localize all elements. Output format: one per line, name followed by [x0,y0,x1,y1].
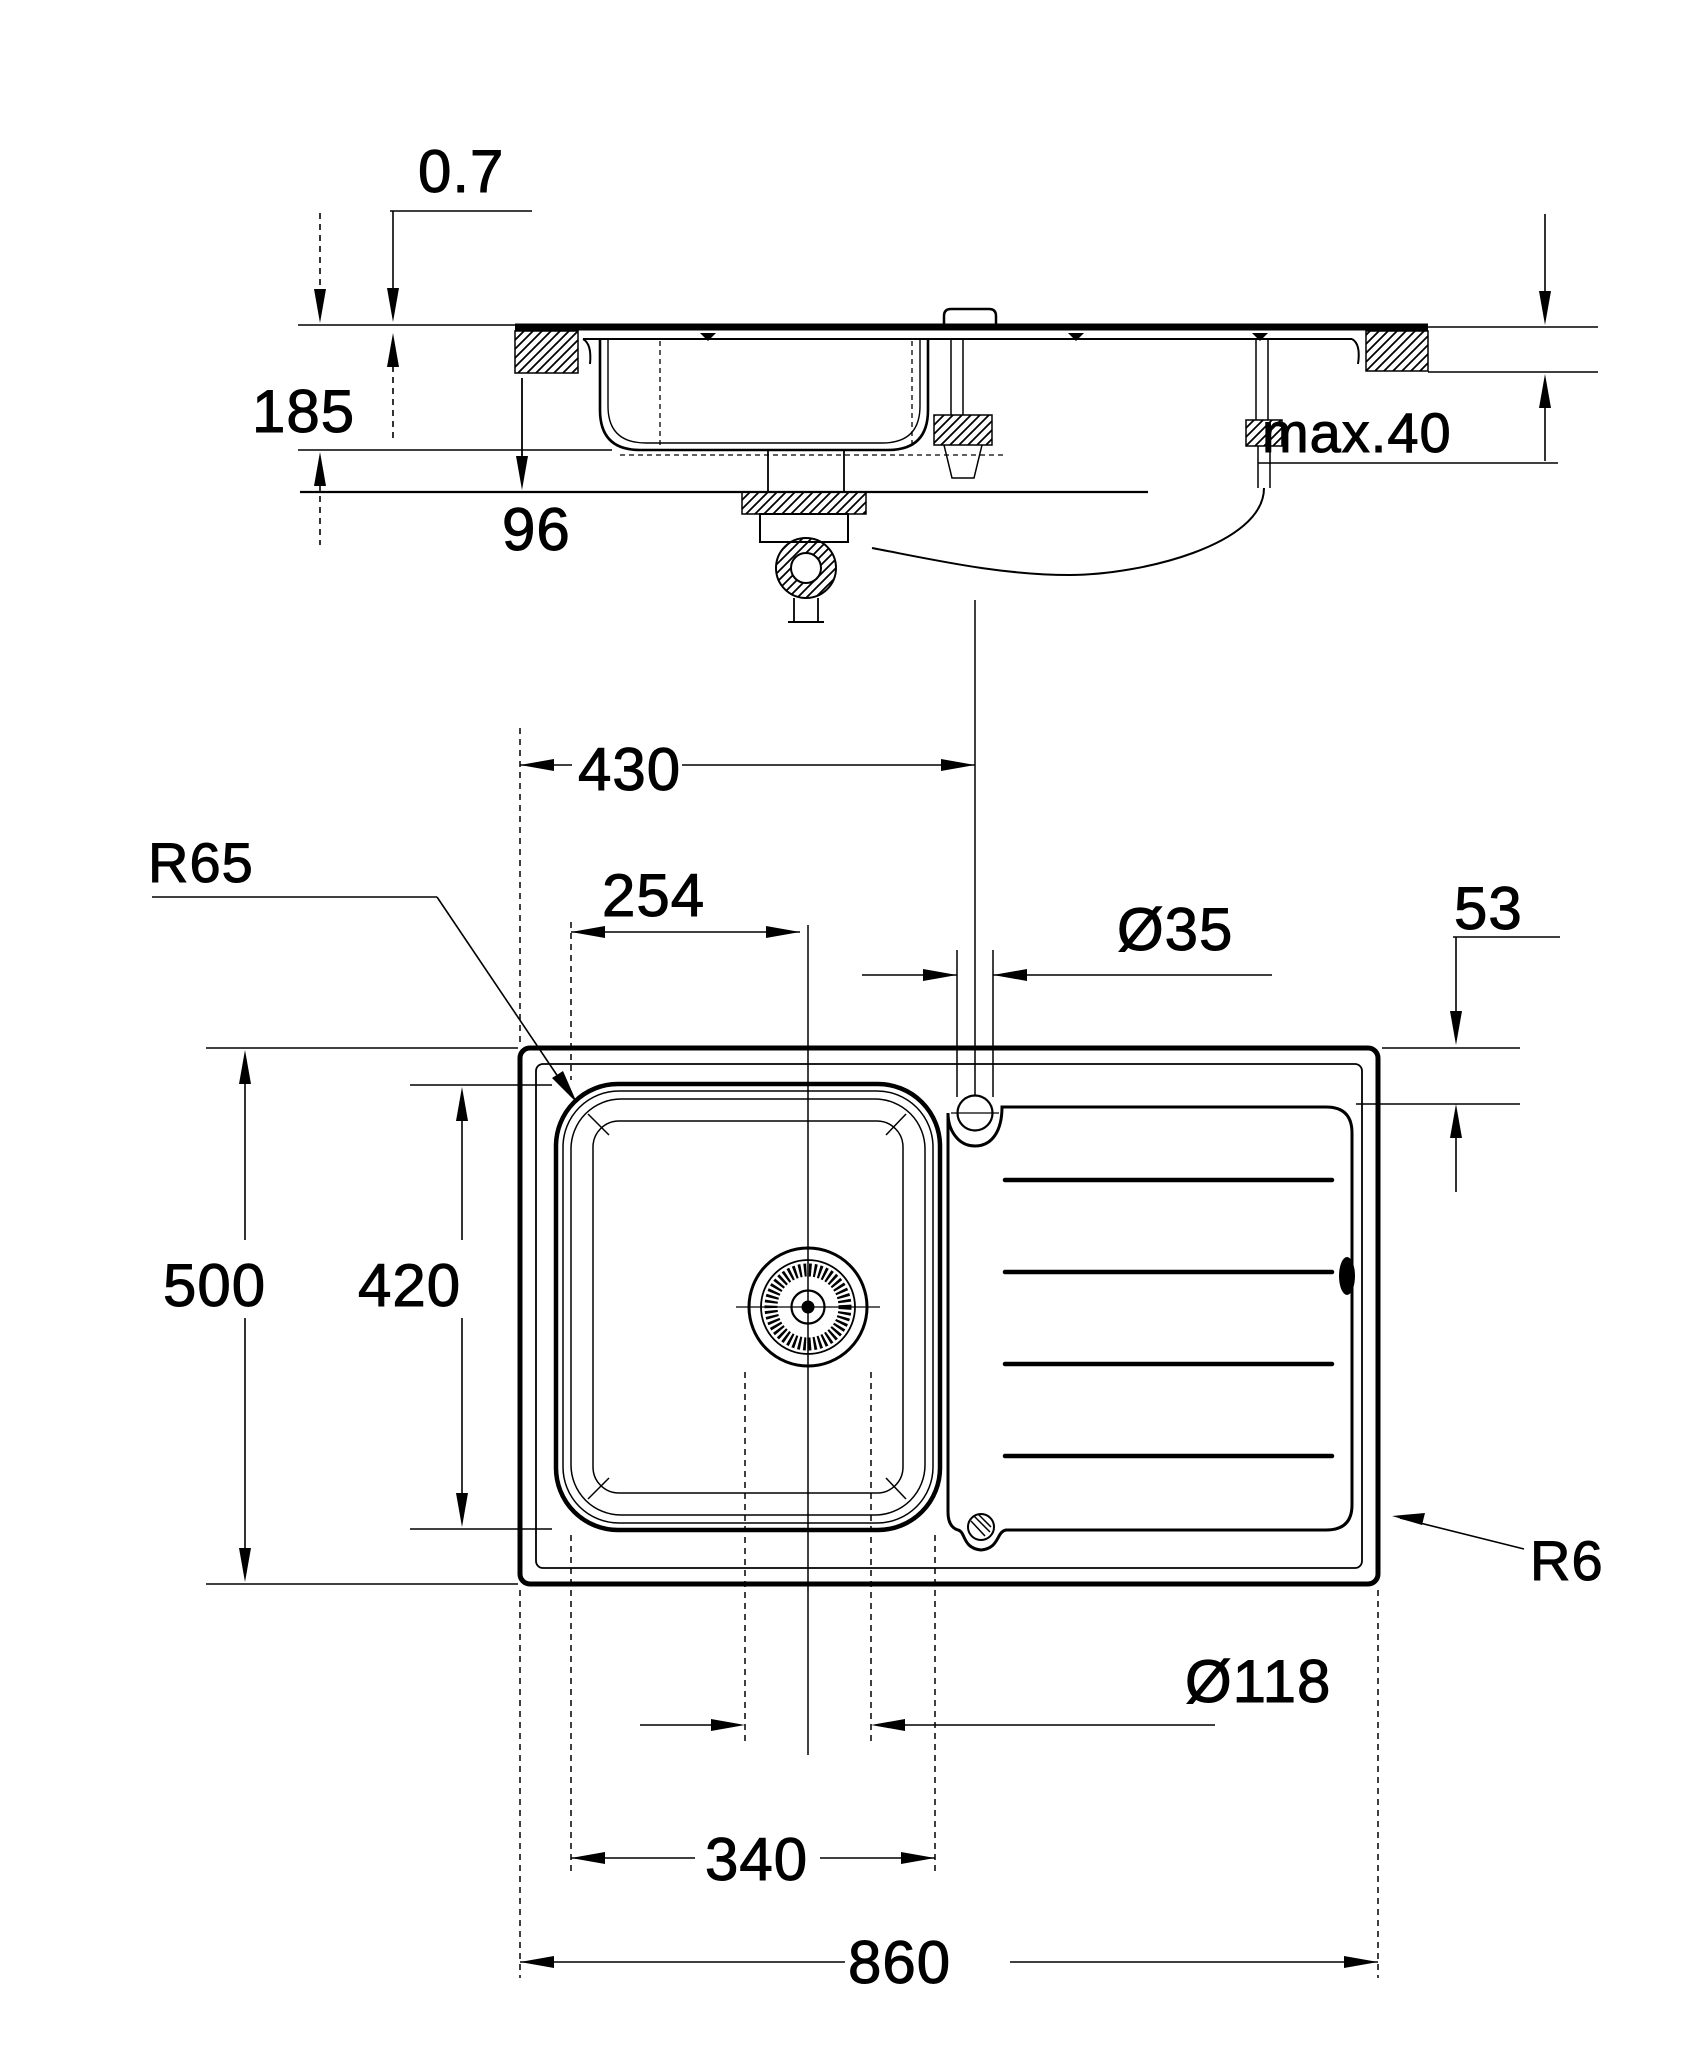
dim-sheet-thickness: 0.7 [387,138,532,440]
bowl-chamfer [587,1113,610,1136]
dim-label-d118: Ø118 [1185,1648,1331,1715]
trap-nut-center [790,552,822,584]
dim-trap-offset: 96 [502,378,571,564]
dim-drainer-edge-offset: 53 [1450,875,1560,1192]
faucet-fitting-taper [943,444,983,479]
dim-bowl-inner-depth: 420 [358,1087,468,1527]
rim-lip-right [1351,338,1360,365]
overflow-hose [871,487,1265,577]
dim-label-500: 500 [163,1252,266,1319]
rim-lip-left [582,338,592,365]
counter-block-left [514,330,579,374]
dim-overall-width: 860 [520,1929,1378,1997]
sink-flange-edge [535,1063,1363,1569]
dim-label-185: 185 [252,378,355,445]
dim-label-340: 340 [705,1826,808,1893]
sink-outer-edge [517,1045,1381,1587]
dim-label-96: 96 [502,496,571,563]
dim-tap-hole-offset: 430 [520,736,975,804]
bowl-edge-2 [562,1090,934,1524]
section-view: 0.7 185 96 max.40 [252,138,1598,623]
dim-bowl-corner-radius: R65 [148,831,577,1103]
dim-counter-thickness: max.40 [1258,214,1558,465]
dim-label-max40: max.40 [1262,401,1452,464]
plan-view: 430 254 Ø35 53 [148,600,1604,1997]
dim-label-860: 860 [848,1929,951,1996]
dim-outer-corner-radius: R6 [1392,1513,1604,1593]
dim-drain-diameter: Ø118 [640,1648,1331,1731]
dim-label-d35: Ø35 [1117,896,1233,963]
clip-mark [700,333,716,341]
bowl-section-outer [598,339,930,452]
dim-label-53: 53 [1454,875,1523,942]
bowl-chamfer [587,1477,610,1500]
bowl-inner-bottom [592,1120,904,1494]
faucet-stub [942,307,998,327]
counter-block-right [1365,330,1429,372]
dim-label-0-7: 0.7 [418,138,504,205]
overflow-hole [967,1513,995,1541]
bowl-opening [553,1081,943,1533]
drainer-recess [946,1105,1354,1552]
bowl-edge-3 [570,1098,926,1516]
dim-bowl-inner-width: 340 [571,1826,935,1894]
dim-label-r6: R6 [1530,1529,1604,1592]
clip-mark [1252,333,1268,341]
dim-label-254: 254 [602,862,705,929]
dim-label-430: 430 [578,736,681,803]
dim-tap-hole-diameter: Ø35 [862,896,1272,981]
dim-label-r65: R65 [148,831,254,894]
flange-hole [1339,1257,1355,1295]
bowl-section-inner [607,339,921,444]
dim-drain-center-offset: 254 [571,862,800,938]
dim-bowl-depth: 185 [252,213,355,545]
overflow-fitting [1245,419,1283,447]
clip-mark [1068,333,1084,341]
dim-overall-depth: 500 [163,1050,266,1582]
faucet-fitting [933,414,993,446]
dim-label-420: 420 [358,1252,461,1319]
bowl-chamfer [885,1477,907,1500]
bowl-chamfer [885,1113,907,1136]
trap-flange [741,491,867,515]
